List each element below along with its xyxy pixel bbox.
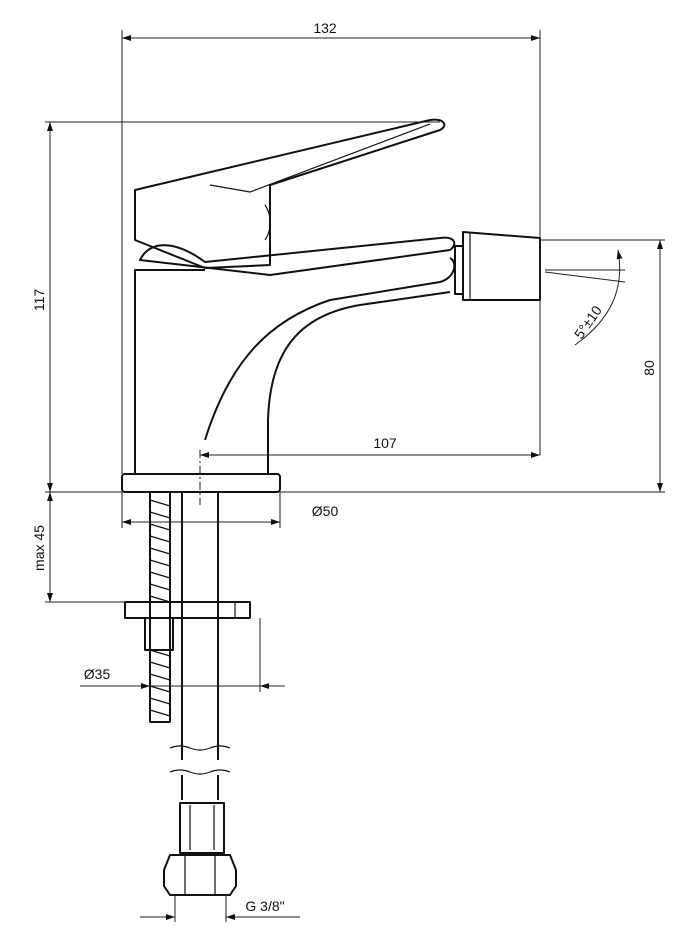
label-max-deck-thickness: max 45	[31, 525, 47, 571]
mounting-plate	[124, 601, 251, 651]
label-hole-diameter: Ø35	[84, 666, 111, 682]
label-spout-reach: 107	[373, 435, 397, 451]
dimension-connection-thread: G 3/8"	[140, 895, 300, 922]
label-overall-height: 117	[31, 289, 47, 312]
dimension-spout-reach: 107	[200, 435, 540, 458]
dimension-overall-width: 132	[121, 20, 541, 474]
label-base-diameter: Ø50	[312, 503, 339, 519]
hose-fitting	[163, 802, 237, 896]
label-spout-height: 80	[641, 360, 657, 376]
dimension-max-deck-thickness: max 45	[31, 492, 125, 603]
dimension-spout-height: 80	[540, 239, 665, 492]
dimension-aerator-angle: 5°±10	[544, 249, 626, 346]
dimension-overall-height: 117	[31, 121, 665, 493]
faucet-body	[121, 236, 456, 493]
label-overall-width: 132	[313, 20, 337, 36]
label-connection-thread: G 3/8"	[245, 898, 284, 914]
dimension-base-diameter: Ø50	[121, 492, 339, 528]
lever-handle	[134, 118, 446, 269]
dimension-hole-diameter: Ø35	[80, 618, 285, 692]
supply-pipe	[169, 492, 231, 800]
aerator-nozzle	[454, 231, 541, 301]
threaded-rod	[149, 491, 171, 723]
